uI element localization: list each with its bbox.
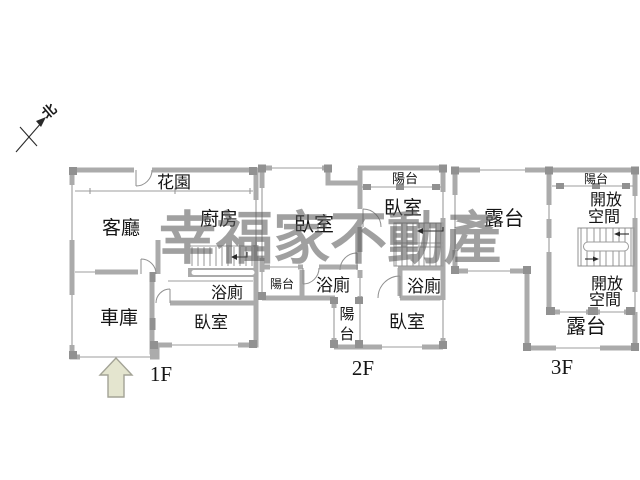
room-label-balcony-mid-2f-char1: 陽	[339, 306, 354, 323]
floor-1-plan: 花園 客廳 廚房 浴廁 臥室 車庫 1F	[69, 167, 259, 398]
floor-2-columns	[258, 164, 447, 349]
floor-2-balcony-rail	[362, 184, 441, 190]
room-label-living-room: 客廳	[102, 217, 140, 239]
entrance-arrow-icon	[98, 356, 134, 398]
floor-2-windows	[259, 165, 446, 350]
room-label-bathroom-right-2f: 浴廁	[407, 276, 441, 296]
floor-3-stairs	[577, 227, 635, 267]
stairs-direction-arrow	[236, 252, 248, 258]
room-label-open-space-top-line1: 開放	[590, 191, 622, 209]
room-label-balcony-top-3f: 陽台	[584, 171, 608, 186]
room-label-kitchen: 廚房	[200, 207, 238, 230]
stairs-handrail	[583, 241, 629, 252]
floor-1-garden-line	[75, 188, 253, 194]
floor-3-windows	[452, 167, 638, 351]
room-label-bathroom-left-2f: 浴廁	[316, 275, 350, 295]
room-label-open-space-top-line2: 空間	[588, 208, 620, 226]
room-label-balcony-left-2f: 陽台	[270, 276, 294, 291]
room-label-open-space-bottom-line1: 開放	[591, 275, 623, 293]
floor-1-doors	[135, 169, 171, 304]
compass-cross-line	[19, 126, 38, 147]
room-label-terrace-bottom-3f: 露台	[566, 315, 606, 338]
floor-label-3f: 3F	[551, 355, 573, 379]
room-label-bedroom-bottom-right-2f: 臥室	[389, 312, 425, 332]
floor-3-balcony-rail	[552, 183, 633, 189]
floor-1-columns	[69, 167, 257, 359]
floor-2-stairs	[393, 222, 444, 267]
floor-label-1f: 1F	[150, 362, 172, 386]
room-label-balcony-top-2f: 陽台	[392, 171, 418, 186]
compass: 北	[15, 101, 60, 153]
floor-2-doors	[302, 208, 401, 299]
room-label-open-space-bottom-line2: 空間	[589, 291, 621, 309]
floor-label-2f: 2F	[352, 356, 374, 380]
floor-1-windows	[69, 185, 259, 360]
floor-1-inner-walls	[95, 240, 256, 357]
room-label-bedroom-1f: 臥室	[194, 313, 228, 332]
room-label-terrace-left-3f: 露台	[484, 207, 524, 230]
room-label-bedroom-left-2f: 臥室	[294, 213, 334, 236]
floor-3-columns	[451, 166, 639, 351]
floor-1-stairs	[188, 245, 258, 277]
room-label-bathroom-1f: 浴廁	[211, 283, 243, 302]
room-label-garage: 車庫	[100, 307, 138, 329]
room-label-balcony-mid-2f-char2: 台	[339, 326, 354, 343]
stairs-direction-arrow	[421, 227, 444, 232]
room-label-bedroom-top-right-2f: 臥室	[384, 197, 422, 219]
floor-2-plan: 陽台 臥室 臥室 陽台 浴廁 浴廁 陽 台 臥室 2F	[258, 164, 447, 380]
north-arrow-icon	[36, 117, 46, 127]
floor-3-plan: 露台 陽台 開放 空間 開放 空間 露台 3F	[451, 166, 639, 379]
room-label-garden: 花園	[157, 173, 191, 192]
